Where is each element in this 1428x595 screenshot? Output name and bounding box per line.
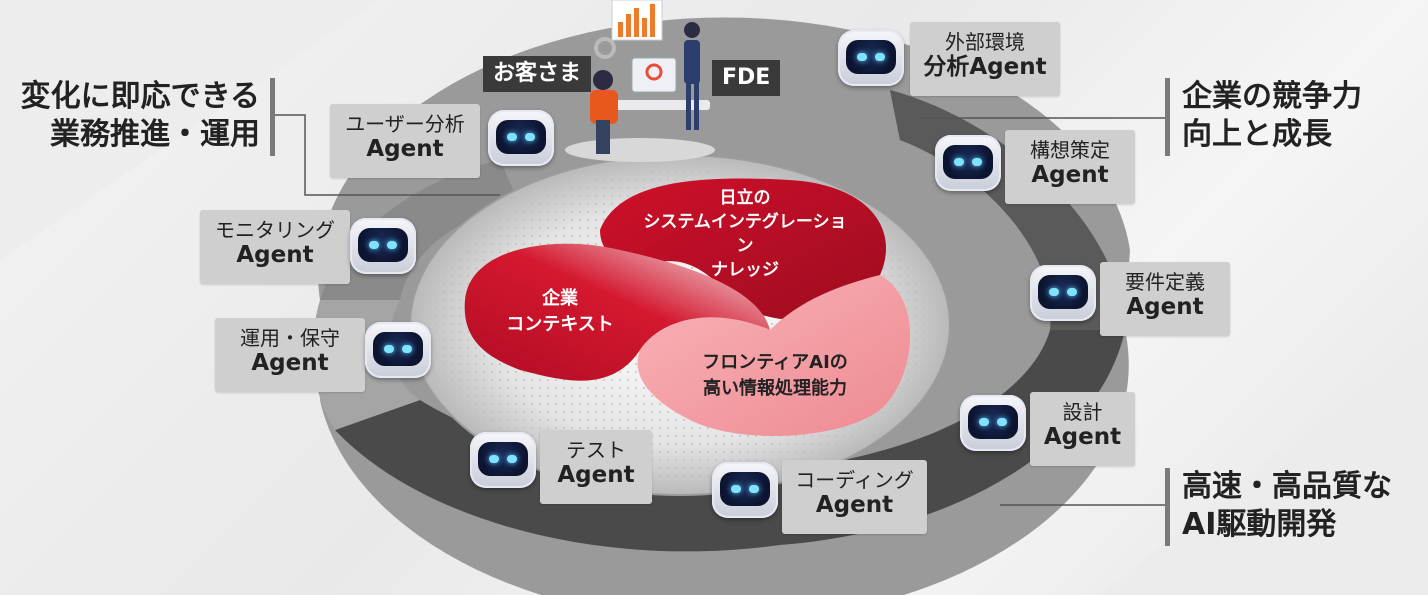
right-bottom-label-bar <box>1165 468 1170 546</box>
agent-suffix: Agent <box>1126 294 1204 320</box>
agent-operations: 運用・保守 Agent <box>215 318 365 392</box>
agent-name: テスト <box>566 438 626 462</box>
agent-suffix: 分析Agent <box>923 54 1047 80</box>
enterprise-shape <box>464 243 770 381</box>
hitachi-line1: 日立の <box>719 188 771 208</box>
robot-icon <box>365 322 431 378</box>
customer-tag: お客さま <box>483 56 592 92</box>
agent-test: テスト Agent <box>540 430 652 504</box>
robot-icon <box>350 218 416 274</box>
right-top-label-bar <box>1165 78 1170 156</box>
agent-suffix: Agent <box>366 136 444 162</box>
left-label-line2: 業務推進・運用 <box>50 117 260 152</box>
robot-icon <box>838 30 904 86</box>
frontier-line1: フロンティアAIの <box>702 352 848 373</box>
agent-suffix: Agent <box>557 462 635 488</box>
agent-concept: 構想策定 Agent <box>1005 130 1135 204</box>
frontier-line2: 高い情報処理能力 <box>703 378 847 399</box>
connector-left <box>275 114 500 196</box>
enterprise-label: 企業 コンテキスト <box>495 286 625 338</box>
robot-icon <box>488 110 554 166</box>
agent-name: 外部環境 <box>945 30 1025 54</box>
agent-name: モニタリング <box>215 218 335 242</box>
fde-tag: FDE <box>712 60 781 96</box>
agent-coding: コーディング Agent <box>782 460 927 534</box>
agent-name: 要件定義 <box>1125 270 1205 294</box>
agent-suffix: Agent <box>251 350 329 376</box>
agent-suffix: Agent <box>1043 424 1122 450</box>
agent-name: ユーザー分析 <box>345 112 465 136</box>
frontier-label: フロンティアAIの 高い情報処理能力 <box>680 350 870 402</box>
right-bottom-label-line1: 高速・高品質な <box>1182 469 1392 504</box>
background-shape <box>1100 330 1428 595</box>
agent-name: 運用・保守 <box>240 326 340 350</box>
meeting-illustration <box>565 0 715 162</box>
right-top-label-line2: 向上と成長 <box>1182 117 1332 152</box>
agent-suffix: Agent <box>815 492 894 518</box>
hitachi-line2: システムインテグレーション <box>643 212 847 256</box>
enterprise-line1: 企業 <box>542 288 578 309</box>
right-top-label: 企業の競争力 向上と成長 <box>1182 78 1362 154</box>
agent-user-analysis: ユーザー分析 Agent <box>330 104 480 178</box>
background-shape <box>0 0 380 260</box>
hitachi-shape <box>600 178 886 320</box>
robot-icon <box>935 135 1001 191</box>
agent-requirements: 要件定義 Agent <box>1100 262 1230 336</box>
agent-name: コーディング <box>795 468 914 492</box>
robot-icon <box>470 432 536 488</box>
right-bottom-label: 高速・高品質な AI駆動開発 <box>1182 468 1392 544</box>
left-label-bar <box>270 78 275 156</box>
left-label: 変化に即応できる 業務推進・運用 <box>20 78 260 154</box>
robot-icon <box>1030 265 1096 321</box>
hitachi-line3: ナレッジ <box>711 260 779 280</box>
agent-name: 設計 <box>1062 400 1103 424</box>
agent-design: 設計 Agent <box>1030 392 1135 466</box>
agent-monitoring: モニタリング Agent <box>200 210 350 284</box>
agent-suffix: Agent <box>1031 162 1109 188</box>
right-top-label-line1: 企業の競争力 <box>1182 79 1362 114</box>
enterprise-line2: コンテキスト <box>506 314 614 335</box>
robot-icon <box>960 395 1026 451</box>
left-label-line1: 変化に即応できる <box>20 79 260 114</box>
agent-external-analysis: 外部環境 分析Agent <box>910 22 1060 96</box>
agent-suffix: Agent <box>236 242 314 268</box>
hitachi-label: 日立の システムインテグレーション ナレッジ <box>640 186 850 282</box>
robot-icon <box>712 462 778 518</box>
right-bottom-label-line2: AI駆動開発 <box>1182 507 1337 542</box>
frontier-shape <box>637 275 911 437</box>
agent-name: 構想策定 <box>1030 138 1110 162</box>
